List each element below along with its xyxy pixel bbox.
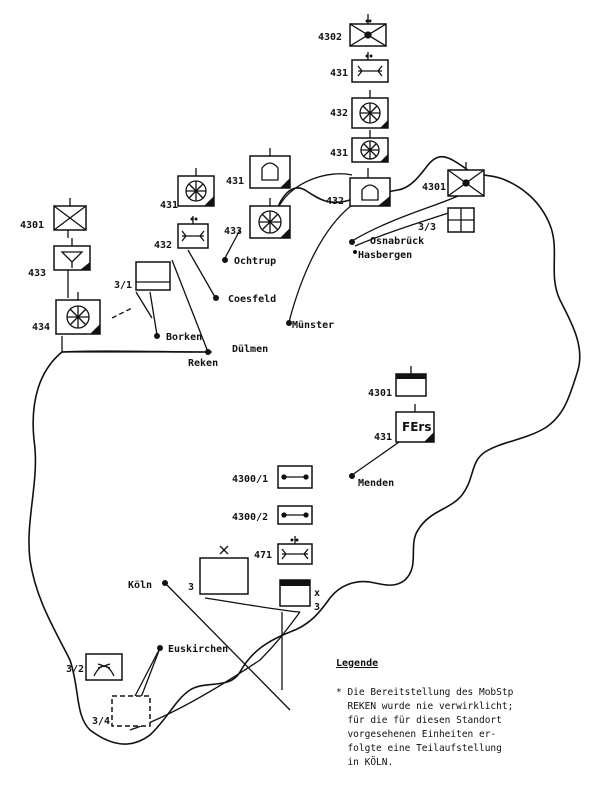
label-432-c: 432 xyxy=(154,240,173,251)
line-coesfeld xyxy=(187,249,216,298)
label-431-d: 431 xyxy=(226,176,245,187)
dot-borken xyxy=(154,333,160,339)
label-4300-1: 4300/1 xyxy=(232,474,269,485)
label-33: 3/3 xyxy=(418,222,437,233)
label-471: 471 xyxy=(254,550,273,561)
label-432-b: 432 xyxy=(326,196,345,207)
dot-osnabrueck xyxy=(349,239,355,245)
city-hasbergen: Hasbergen xyxy=(358,250,413,261)
city-ochtrup: Ochtrup xyxy=(234,256,277,267)
dot-ochtrup xyxy=(222,257,228,263)
label-431-b: 431 xyxy=(330,148,349,159)
line-menden xyxy=(351,439,403,476)
label-3b: 3 xyxy=(314,602,321,613)
line-borken xyxy=(149,291,158,336)
label-431-a: 431 xyxy=(330,68,349,79)
line-31-s xyxy=(135,291,153,319)
label-432-a: 432 xyxy=(330,108,349,119)
dot-hasbergen xyxy=(353,250,357,254)
label-x: x xyxy=(314,588,321,599)
dot-koeln xyxy=(162,580,168,586)
label-34: 3/4 xyxy=(92,716,111,727)
unit-431-menden-box xyxy=(395,411,435,443)
label-431-c: 431 xyxy=(160,200,179,211)
unit-431-d-box xyxy=(249,155,291,189)
line-muenster-curve xyxy=(275,173,353,213)
line-116-dash xyxy=(111,307,133,319)
city-menden: Menden xyxy=(358,478,395,489)
line-osnabrueck xyxy=(351,194,461,242)
dot-duelmen xyxy=(205,349,211,355)
city-koeln: Köln xyxy=(128,580,153,591)
line-ochtrup xyxy=(224,229,241,259)
unit-432-b-box xyxy=(349,177,391,207)
city-euskirchen: Euskirchen xyxy=(168,644,229,655)
label-433-left: 433 xyxy=(28,268,47,279)
city-duelmen: Dülmen xyxy=(232,344,269,355)
label-4301-left: 4301 xyxy=(20,220,45,231)
label-32: 3/2 xyxy=(66,664,85,675)
label-koeln-3: 3 xyxy=(188,582,195,593)
label-4301-menden: 4301 xyxy=(368,388,393,399)
dot-menden xyxy=(349,473,355,479)
line-34 xyxy=(129,611,301,731)
label-31: 3/1 xyxy=(114,280,133,291)
line-hasbergen xyxy=(354,209,459,247)
label-4300-2: 4300/2 xyxy=(232,512,269,523)
line-muenster xyxy=(288,204,353,323)
dot-muenster xyxy=(286,320,292,326)
city-borken: Borken xyxy=(166,332,203,343)
city-coesfeld: Coesfeld xyxy=(228,294,277,305)
legend-title: Legende xyxy=(336,658,379,669)
city-muenster: Münster xyxy=(292,320,335,331)
label-4302: 4302 xyxy=(318,32,343,43)
label-433-a: 433 xyxy=(224,226,243,237)
line-koeln-b xyxy=(204,597,301,613)
territory-outline xyxy=(28,155,581,745)
unit-34-box xyxy=(111,695,151,727)
label-434: 434 xyxy=(32,322,51,333)
dot-euskirchen xyxy=(157,645,163,651)
label-431-menden: 431 xyxy=(374,432,393,443)
line-koeln xyxy=(164,582,291,711)
label-fers: FErs xyxy=(402,420,432,434)
line-duelmen xyxy=(171,259,209,353)
city-osnabrueck: Osnabrück xyxy=(370,236,425,247)
unit-31-left-box xyxy=(135,261,171,291)
unit-32-box xyxy=(85,653,123,681)
legend-note: * Die Bereitstellung des MobStp REKEN wu… xyxy=(336,687,514,768)
unit-koeln-box xyxy=(199,557,249,595)
label-4301-right: 4301 xyxy=(422,182,447,193)
dot-coesfeld xyxy=(213,295,219,301)
line-euskirchen-b xyxy=(139,647,161,701)
dot-4302 xyxy=(364,31,372,39)
city-reken: Reken xyxy=(188,358,219,369)
